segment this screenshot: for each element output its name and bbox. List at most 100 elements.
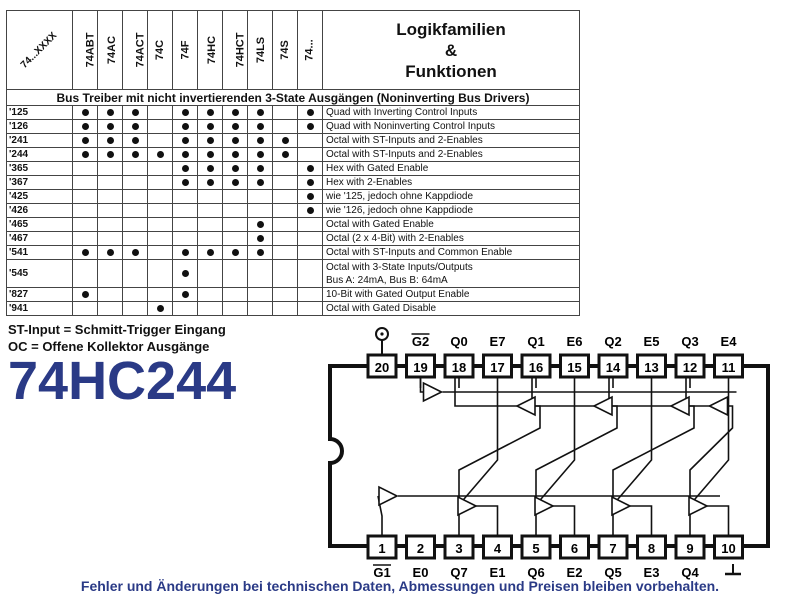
family-header: 74AC [97, 10, 123, 90]
pin-number: 18 [452, 360, 466, 375]
family-cell [222, 287, 248, 302]
part-number: '425 [6, 189, 73, 204]
family-cell [297, 217, 323, 232]
description-line: Octal with Gated Enable [326, 219, 434, 230]
family-label: 74ACT [134, 32, 147, 68]
pin-20: 20 [366, 353, 398, 379]
availability-dot [181, 248, 189, 256]
pin-label: Q1 [527, 334, 544, 349]
buffer-gates [378, 381, 729, 517]
family-cell [172, 119, 198, 134]
buffer-gate-icon [457, 495, 478, 517]
function-description: Hex with 2-Enables [322, 175, 580, 190]
family-cell [147, 119, 173, 134]
availability-dot [181, 269, 189, 277]
note-st-input: ST-Input = Schmitt-Trigger Eingang [8, 322, 226, 337]
availability-dot [81, 122, 89, 130]
family-cell [272, 175, 298, 190]
family-cell [97, 175, 123, 190]
family-label: 74F [179, 40, 191, 60]
availability-dot [231, 108, 239, 116]
description-line: wie '126, jedoch ohne Kappdiode [326, 205, 474, 216]
section-title: Bus Treiber mit nicht invertierenden 3-S… [6, 89, 580, 106]
availability-dot [81, 290, 89, 298]
pin-label: E4 [721, 334, 738, 349]
family-cell [147, 133, 173, 148]
family-cell [247, 259, 273, 288]
availability-dot [306, 122, 314, 130]
family-cell [72, 245, 98, 260]
family-cell [222, 119, 248, 134]
family-cell [72, 133, 98, 148]
availability-dot [181, 178, 189, 186]
family-cell [172, 217, 198, 232]
family-cell [297, 147, 323, 162]
table-title-line: Funktionen [405, 61, 497, 81]
pin-label: Q5 [604, 565, 621, 580]
pin-label: E0 [413, 565, 429, 580]
family-cell [197, 301, 223, 316]
pin-12: 12 [674, 353, 706, 379]
family-cell [272, 231, 298, 246]
family-cell [272, 161, 298, 176]
part-number: '827 [6, 287, 73, 302]
part-number: '125 [6, 105, 73, 120]
family-cell [297, 203, 323, 218]
family-cell [147, 259, 173, 288]
family-cell [72, 161, 98, 176]
family-cell [222, 147, 248, 162]
pin-7: 7 [597, 534, 629, 560]
family-cell [72, 189, 98, 204]
family-cell [222, 259, 248, 288]
part-number: '126 [6, 119, 73, 134]
family-cell [172, 231, 198, 246]
family-cell [122, 245, 148, 260]
buffer-gate-icon [592, 395, 613, 417]
family-cell [197, 245, 223, 260]
pin-label: E1 [490, 565, 506, 580]
part-number: '467 [6, 231, 73, 246]
availability-dot [181, 150, 189, 158]
family-cell [272, 105, 298, 120]
note-oc: OC = Offene Kollektor Ausgänge [8, 339, 210, 354]
family-cell [247, 203, 273, 218]
family-label: 74HC [206, 35, 219, 65]
family-cell [297, 175, 323, 190]
ground-icon [725, 564, 741, 576]
family-cell [197, 147, 223, 162]
pin-label: E2 [567, 565, 583, 580]
function-description: wie '126, jedoch ohne Kappdiode [322, 203, 580, 218]
footer-disclaimer: Fehler und Änderungen bei technischen Da… [80, 578, 720, 594]
family-cell [122, 203, 148, 218]
availability-dot [106, 150, 114, 158]
section-row: Bus Treiber mit nicht invertierenden 3-S… [6, 89, 580, 106]
family-cell [247, 287, 273, 302]
pin-number: 3 [455, 541, 462, 556]
family-cell [97, 231, 123, 246]
pin-label: Q6 [527, 565, 544, 580]
availability-dot [256, 150, 264, 158]
family-cell [147, 105, 173, 120]
availability-dot [131, 122, 139, 130]
family-cell [222, 245, 248, 260]
pin-9: 9 [674, 534, 706, 560]
pin-13: 13 [636, 353, 667, 379]
family-cell [222, 175, 248, 190]
availability-dot [131, 150, 139, 158]
family-cell [272, 203, 298, 218]
pin-number: 14 [606, 360, 621, 375]
family-cell [97, 301, 123, 316]
family-cell [122, 259, 148, 288]
pin-label: Q2 [604, 334, 621, 349]
pin-number: 13 [644, 360, 658, 375]
part-number: '941 [6, 301, 73, 316]
availability-dot [281, 136, 289, 144]
pin-number: 7 [609, 541, 616, 556]
pin-number: 15 [567, 360, 581, 375]
availability-dot [231, 164, 239, 172]
availability-dot [256, 234, 264, 242]
